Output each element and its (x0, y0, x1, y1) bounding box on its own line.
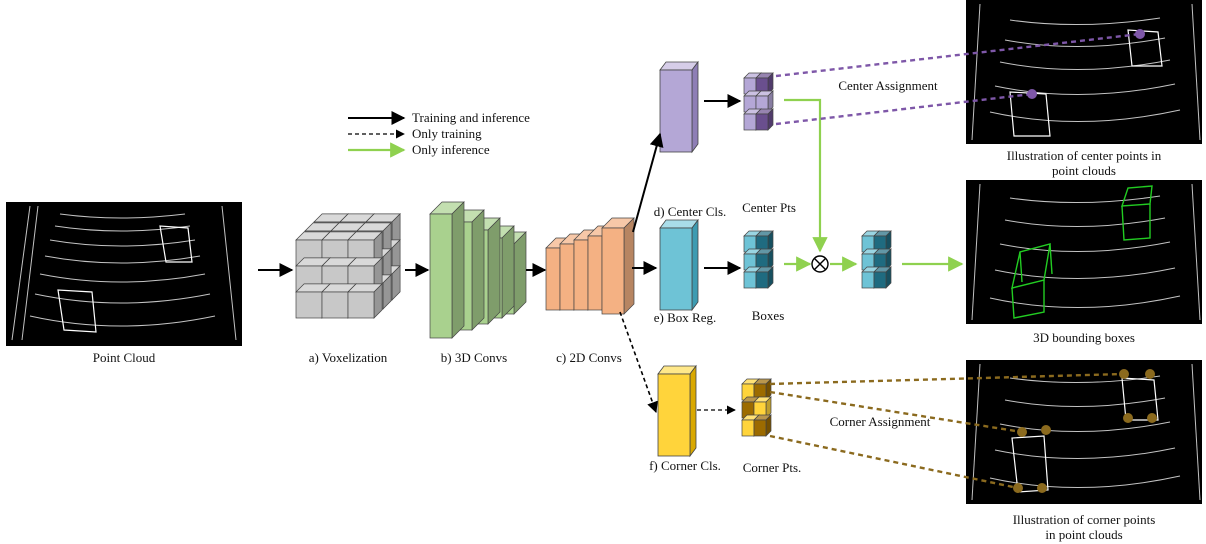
corner-cls-label: f) Corner Cls. (649, 458, 721, 473)
conv3d-label: b) 3D Convs (440, 350, 508, 365)
grid-cell (873, 230, 892, 253)
grid-cell (755, 248, 774, 271)
center-cls-head (659, 60, 699, 154)
bbox-illustration-image (966, 180, 1202, 324)
grid-cell (755, 266, 774, 289)
legend-training-inference-label: Training and inference (412, 110, 530, 125)
boxes-label: Boxes (751, 308, 785, 323)
point-cloud-label: Point Cloud (92, 350, 156, 365)
voxel-grid (295, 213, 401, 319)
grid-cell (755, 108, 774, 131)
voxel (347, 283, 383, 319)
point-cloud-image (6, 202, 242, 346)
flow-arrows (258, 94, 742, 415)
center-illustration-caption-2: point clouds (1052, 163, 1116, 178)
grid-cell (755, 72, 774, 95)
multiply-operator (811, 255, 829, 273)
center-illustration-caption-1: Illustration of center points in (1006, 148, 1162, 163)
conv3d-stack (429, 201, 527, 339)
grid-cell (753, 378, 772, 401)
corner-dots (1013, 369, 1157, 493)
final-boxes-grid (861, 230, 892, 289)
legend (348, 111, 406, 158)
corner-cls-head (657, 364, 697, 458)
center-pts-label: Center Pts (742, 200, 796, 215)
corner-illustration-image (966, 360, 1202, 504)
conv2d-stack (545, 217, 635, 315)
corner-pts-grid (741, 378, 772, 437)
center-pts-grid (743, 72, 774, 131)
center-illustration-image (966, 0, 1202, 144)
corner-assignment-lines (769, 372, 1125, 490)
center-dots (1027, 29, 1145, 99)
inference-path (784, 98, 964, 272)
conv2d-label: c) 2D Convs (556, 350, 622, 365)
voxelization-label: a) Voxelization (308, 350, 388, 365)
grid-cell (753, 396, 772, 419)
grid-cell (873, 266, 892, 289)
conv3d-layer (429, 201, 465, 339)
center-assignment-label: Center Assignment (838, 78, 938, 93)
corner-illustration-caption-2: in point clouds (1045, 527, 1123, 542)
conv2d-layer (601, 217, 635, 315)
grid-cell (755, 90, 774, 113)
legend-only-training-label: Only training (412, 126, 482, 141)
legend-only-inference-label: Only inference (412, 142, 490, 157)
corner-assignment-label: Corner Assignment (829, 414, 931, 429)
grid-cell (753, 414, 772, 437)
corner-illustration-caption-1: Illustration of corner points (1012, 512, 1156, 527)
bbox-caption: 3D bounding boxes (1033, 330, 1135, 345)
corner-pts-label: Corner Pts. (742, 460, 802, 475)
box-reg-label: e) Box Reg. (653, 310, 717, 325)
center-cls-label: d) Center Cls. (653, 204, 727, 219)
box-reg-head (659, 218, 699, 312)
center-assignment-lines (775, 32, 1141, 126)
grid-cell (873, 248, 892, 271)
boxes-grid (743, 230, 774, 289)
bbox-outlines (1011, 185, 1153, 319)
